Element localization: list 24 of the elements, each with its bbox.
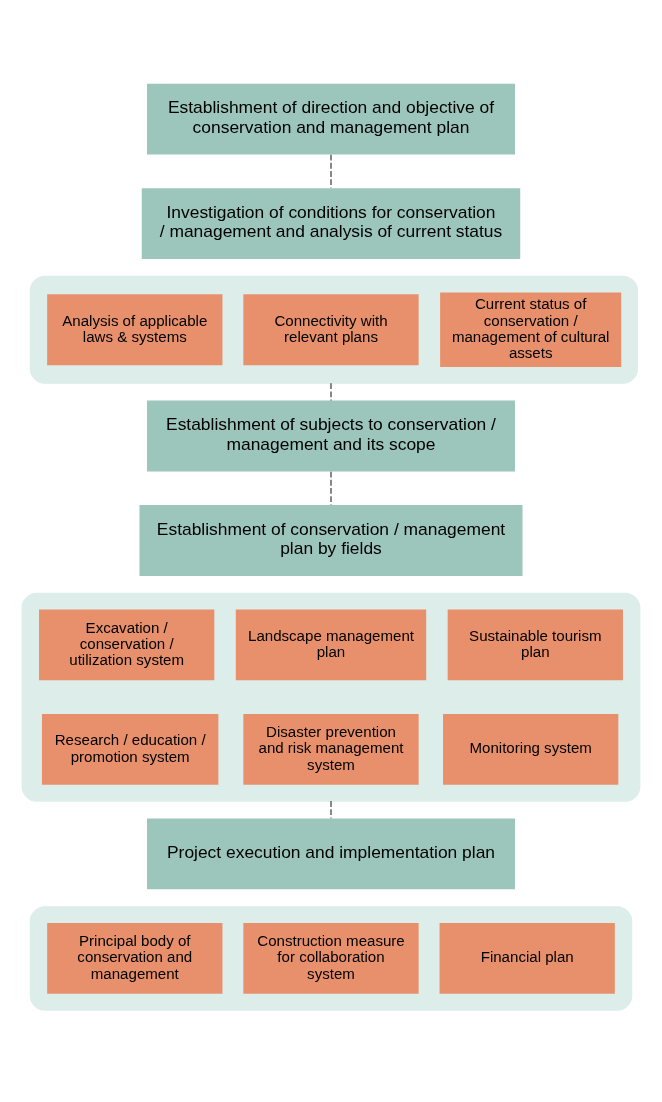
node-box: Landscape management plan [235,609,427,680]
node-box: Sustainable tourism plan [447,609,623,680]
node-box: Excavation / conservation / utilization system [39,609,215,680]
node-box: Principal body of conservation and management [47,922,223,994]
node-box: Analysis of applicable laws & systems [47,293,223,365]
node-box: Disaster prevention and risk management system [243,713,419,785]
node-box: Connectivity with relevant plans [243,293,419,365]
connector [330,382,332,401]
node-box: Investigation of conditions for conservation / management and analysis of current status [141,187,521,259]
connector [330,800,332,819]
node-box: Monitoring system [443,713,619,785]
connector [330,153,332,188]
node-box: Construction measure for collaboration system [243,922,419,994]
node-box: Establishment of direction and objective of conservation and management plan [147,83,515,154]
cluster [29,905,633,1011]
cluster [29,275,639,384]
node-box: Research / education / promotion system [41,713,219,785]
node-box: Project execution and implementation plan [147,818,515,889]
connector [330,470,332,505]
node-box: Establishment of conservation / management plan by fields [139,504,523,576]
cluster [21,592,641,802]
node-box: Financial plan [439,922,615,994]
node-box: Establishment of subjects to conservation / management and its scope [147,400,515,471]
node-box: Current status of conservation / management of cultural assets [440,292,622,367]
